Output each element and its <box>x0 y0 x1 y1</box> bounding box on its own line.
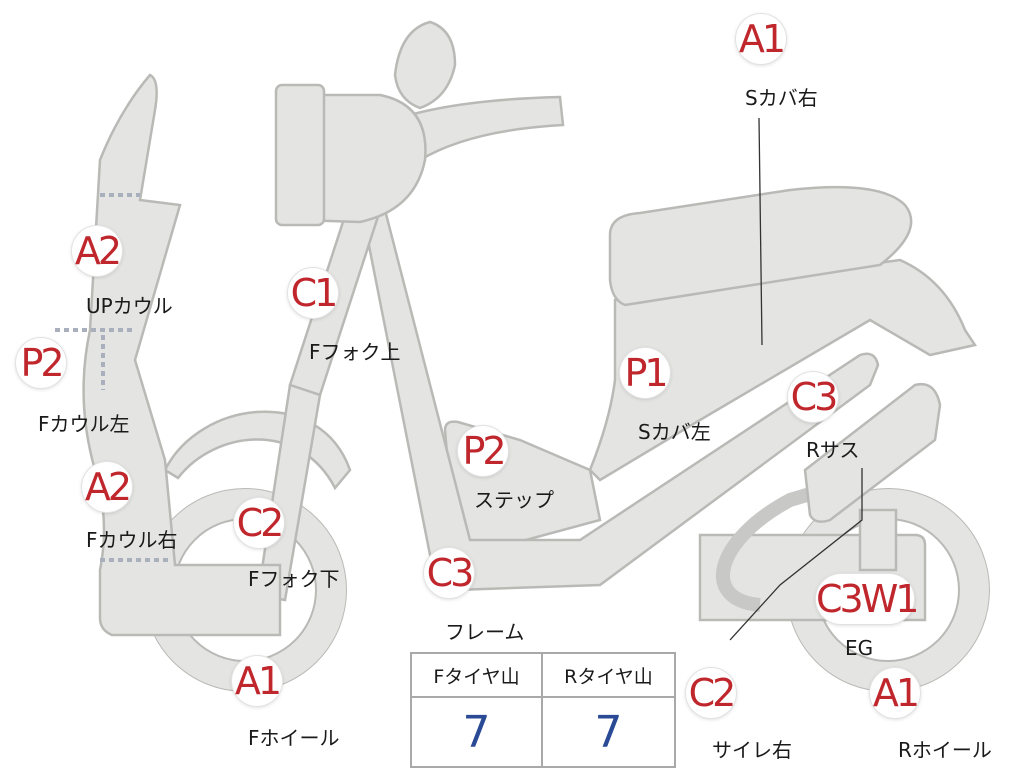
label-muffler-right: サイレ右 <box>712 738 792 762</box>
badge-a1-seat-cover-right: A1 <box>736 14 786 64</box>
seat-cover <box>588 258 978 482</box>
front-fender <box>163 410 352 491</box>
label-front-cowl-right: Fカウル右 <box>86 528 178 552</box>
badge-p2-front-cowl-left: P2 <box>16 338 66 388</box>
rear-tire-value: 7 <box>594 706 623 758</box>
mirror <box>393 20 457 110</box>
label-seat-cover-left: Sカバ左 <box>638 420 711 444</box>
front-cowl <box>82 73 282 637</box>
front-tire-header: Fタイヤ山 <box>412 654 543 698</box>
badge-p2-step: P2 <box>458 426 508 476</box>
badge-a1-front-wheel: A1 <box>232 656 282 706</box>
leader-line-seat-cover <box>758 117 763 346</box>
badge-c2-front-fork-lower: C2 <box>234 498 284 548</box>
front-tire-value: 7 <box>412 698 543 766</box>
handle-cover <box>298 93 427 224</box>
badge-a2-front-cowl-right: A2 <box>82 462 132 512</box>
rear-suspension <box>803 382 942 523</box>
badge-a2-upper-cowl: A2 <box>72 226 122 276</box>
label-front-cowl-left: Fカウル左 <box>38 412 130 436</box>
badge-a1-rear-wheel: A1 <box>870 668 920 718</box>
label-rear-wheel: Rホイール <box>898 738 992 762</box>
label-front-fork-lower: Fフォク下 <box>248 567 340 591</box>
badge-c1-front-fork-upper: C1 <box>288 268 338 318</box>
headlight <box>274 83 326 227</box>
label-upper-cowl: UPカウル <box>86 294 173 318</box>
badge-c2-muffler-right: C2 <box>686 668 736 718</box>
label-rear-suspension: Rサス <box>806 438 860 462</box>
label-front-fork-upper: Fフォク上 <box>309 340 401 364</box>
rear-tire-header: Rタイヤ山 <box>543 654 674 698</box>
label-engine: EG <box>845 636 874 660</box>
label-front-wheel: Fホイール <box>248 726 340 750</box>
badge-c3-rear-suspension: C3 <box>788 372 838 422</box>
leader-line-muffler <box>729 468 863 641</box>
exhaust-pipe <box>716 478 843 612</box>
label-frame: フレーム <box>445 620 525 644</box>
rear-shock <box>858 508 898 572</box>
tire-tread-table: Fタイヤ山 Rタイヤ山 7 7 <box>410 652 676 768</box>
label-seat-cover-right: Sカバ右 <box>745 86 818 110</box>
badge-c3w1-engine: C3W1 <box>816 574 919 624</box>
badge-p1-seat-cover-left: P1 <box>620 348 670 398</box>
badge-c3-frame: C3 <box>424 548 474 598</box>
label-step: ステップ <box>474 488 554 512</box>
